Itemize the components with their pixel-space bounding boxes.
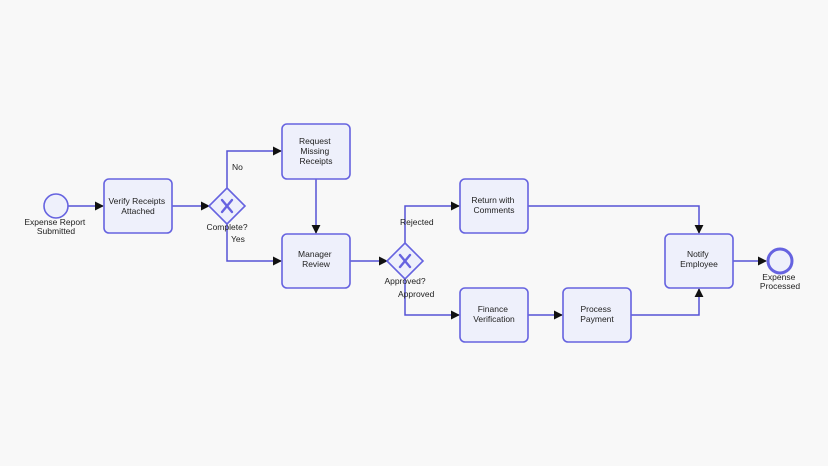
flow-approved-rejected-to-return [404, 201, 460, 243]
gateway-complete-label: Complete? [206, 222, 247, 232]
task-return-with-comments[interactable]: Return with Comments [459, 178, 529, 234]
task-process-payment-label: Process Payment [580, 304, 614, 324]
task-manager-review[interactable]: Manager Review [281, 233, 351, 289]
flow-label-approved: Approved [398, 289, 435, 299]
gateway-approved[interactable]: Approved? [384, 241, 426, 286]
task-notify-employee-box [664, 233, 734, 289]
task-request-missing-receipts[interactable]: Request Missing Receipts [281, 123, 351, 180]
flow-payment-to-notify [631, 288, 704, 316]
task-return-with-comments-box [459, 178, 529, 234]
task-request-missing-receipts-box [281, 123, 351, 180]
flow-return-to-notify [528, 205, 704, 234]
gateway-approved-x-icon [398, 253, 412, 269]
end-event[interactable]: Expense Processed [760, 247, 800, 291]
start-event-label: Expense Report Submitted [24, 217, 87, 236]
task-return-with-comments-label: Return with Comments [471, 195, 516, 215]
task-manager-review-box [281, 233, 351, 289]
gateway-complete[interactable]: Complete? [206, 186, 248, 232]
task-finance-verification[interactable]: Finance Verification [459, 287, 529, 343]
gateway-complete-x-icon [220, 198, 234, 214]
flow-complete-no-to-request [226, 146, 282, 188]
task-process-payment-box [562, 287, 632, 343]
task-finance-verification-box [459, 287, 529, 343]
task-manager-review-label: Manager Review [298, 249, 334, 269]
start-event[interactable]: Expense Report Submitted [24, 193, 87, 236]
sequence-flows [68, 146, 767, 320]
start-event-circle [43, 193, 69, 219]
flow-label-yes: Yes [231, 234, 245, 244]
flow-label-no: No [232, 162, 243, 172]
task-request-missing-receipts-label: Request Missing Receipts [299, 136, 333, 166]
flow-approved-to-finance [404, 279, 460, 320]
task-finance-verification-label: Finance Verification [473, 304, 515, 324]
task-notify-employee[interactable]: Notify Employee [664, 233, 734, 289]
flow-complete-yes-to-manager [226, 224, 282, 266]
task-process-payment[interactable]: Process Payment [562, 287, 632, 343]
task-verify-receipts-box [103, 178, 173, 234]
task-verify-receipts-label: Verify Receipts Attached [108, 196, 167, 216]
flow-label-rejected: Rejected [400, 217, 434, 227]
task-verify-receipts[interactable]: Verify Receipts Attached [103, 178, 173, 234]
end-event-circle [766, 247, 794, 275]
gateway-approved-label: Approved? [384, 276, 425, 286]
end-event-label: Expense Processed [760, 272, 800, 291]
task-notify-employee-label: Notify Employee [680, 249, 718, 269]
